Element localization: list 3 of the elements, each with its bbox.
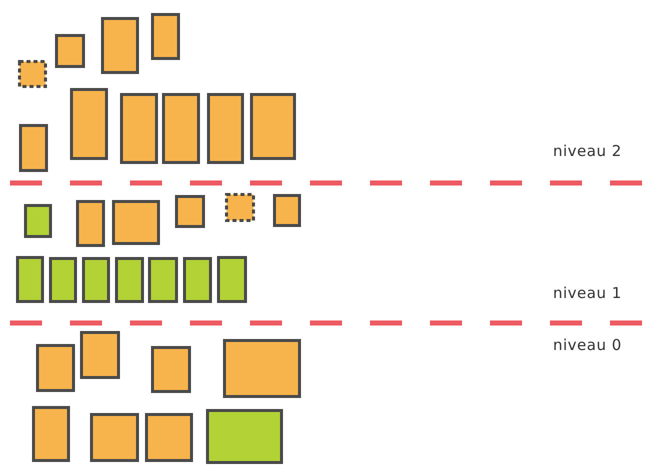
level-label: niveau 0	[553, 336, 622, 354]
level-label: niveau 2	[553, 142, 622, 160]
level-label: niveau 1	[553, 284, 622, 302]
